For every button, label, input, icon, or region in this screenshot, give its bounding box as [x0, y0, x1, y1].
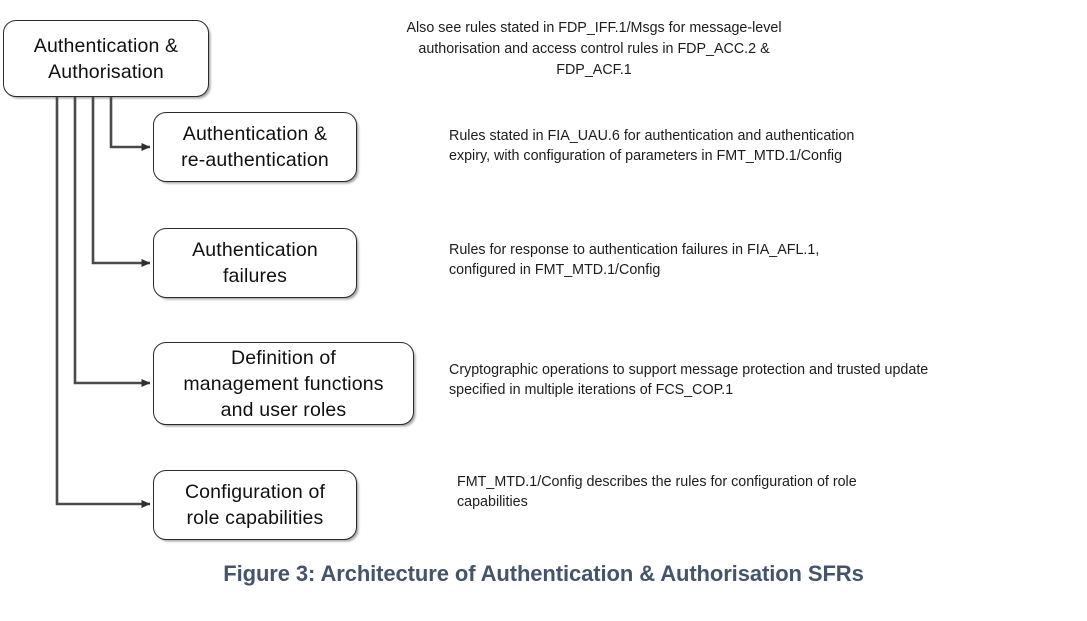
figure-caption: Figure 3: Architecture of Authentication…: [223, 561, 864, 586]
node-child-1-label: Authentication failures: [192, 239, 318, 287]
annotation-definition-of-management-functions: Cryptographic operations to support mess…: [449, 362, 929, 398]
node-authentication-failures[interactable]: Authentication failures: [153, 228, 357, 298]
node-root-authentication-authorisation[interactable]: Authentication & Authorisation: [3, 20, 209, 97]
node-definition-of-management-functions-and-user-roles[interactable]: Definition of management functions and u…: [153, 342, 414, 425]
node-configuration-of-role-capabilities[interactable]: Configuration of role capabilities: [153, 470, 357, 540]
annotation-authentication-and-re-authentication: Rules stated in FIA_UAU.6 for authentica…: [449, 128, 855, 164]
node-root-label: Authentication & Authorisation: [33, 34, 179, 83]
annotation-authentication-failures: Rules for response to authentication fai…: [449, 242, 820, 278]
node-child-0-label: Authentication & re-authentication: [181, 123, 329, 171]
connector-to-child-3: [55, 96, 151, 508]
annotation-configuration-of-role-capabilities: FMT_MTD.1/Config describes the rules for…: [457, 474, 857, 510]
node-authentication-and-re-authentication[interactable]: Authentication & re-authentication: [153, 112, 357, 182]
connector-to-child-0: [109, 96, 151, 151]
node-child-2-label: Definition of management functions and u…: [183, 346, 384, 421]
connector-to-child-1: [91, 96, 151, 267]
node-child-3-label: Configuration of role capabilities: [184, 481, 326, 529]
annotation-top-note: Also see rules stated in FDP_IFF.1/Msgs …: [406, 20, 782, 78]
connector-to-child-2: [73, 96, 151, 387]
